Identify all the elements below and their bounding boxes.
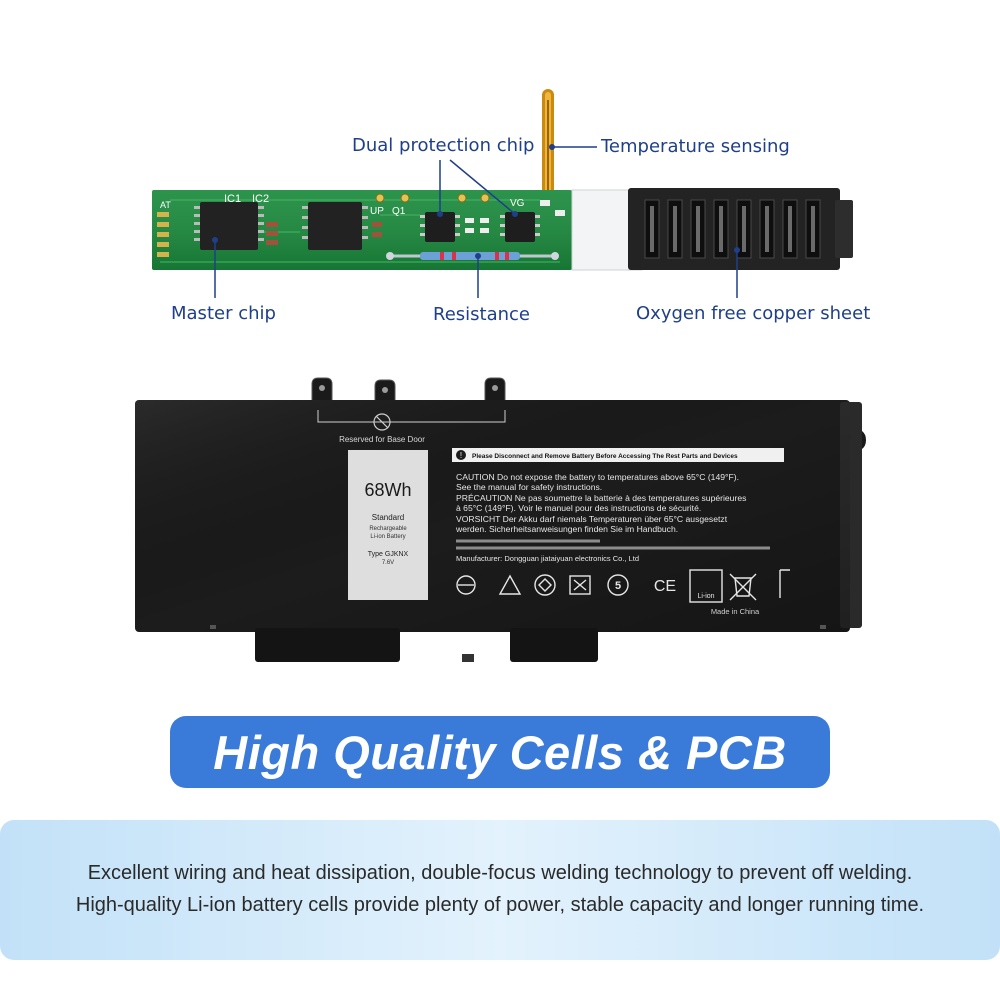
caution-line: See the manual for safety instructions. <box>456 482 602 492</box>
description-panel: Excellent wiring and heat dissipation, d… <box>0 820 1000 960</box>
li-ion-label: Li-ion <box>697 593 714 600</box>
mounting-tabs <box>311 377 506 403</box>
silk-at: AT <box>160 200 171 210</box>
cert-five-icon <box>607 574 629 596</box>
cert-five-label: 5 <box>615 580 621 592</box>
svg-text:!: ! <box>460 451 462 460</box>
ce-mark: CE <box>654 578 676 595</box>
master-chip <box>200 202 258 250</box>
rohs-icon <box>569 575 591 595</box>
silk-ic2: IC2 <box>252 193 269 205</box>
callout-oxygen-free-copper-sheet: Oxygen free copper sheet <box>636 303 871 324</box>
capacity-sticker <box>348 450 428 600</box>
caution-line: à 65°C (149°F). Voir le manuel pour des … <box>456 503 701 513</box>
pcb-diagram: IC1 IC2 UP Q1 VG AT <box>152 89 853 298</box>
sticker-model: Type GJKNX <box>368 551 409 558</box>
sticker-standard: Standard <box>372 513 404 522</box>
protection-chip-a <box>425 212 455 242</box>
silk-vg: VG <box>510 198 525 209</box>
cjk-warning-text <box>456 539 770 550</box>
made-in-label: Made in China <box>711 607 760 616</box>
manufacturer: Manufacturer: Dongguan jiataiyuan electr… <box>456 554 639 563</box>
description-line-1: Excellent wiring and heat dissipation, d… <box>87 862 913 884</box>
headline-title: High Quality Cells & PCB <box>213 725 787 779</box>
callout-resistance: Resistance <box>433 304 530 325</box>
warning-header: Please Disconnect and Remove Battery Bef… <box>472 453 738 460</box>
recycle-circle-icon <box>456 575 476 595</box>
headline-banner: High Quality Cells & PCB <box>170 716 830 788</box>
callout-master-chip: Master chip <box>171 303 276 324</box>
sticker-voltage: 7.6V <box>382 560 394 566</box>
ic2-chip <box>308 202 362 250</box>
caution-line: werden. Sicherheitsanweisungen finden Si… <box>455 524 678 534</box>
description-line-2: High-quality Li-ion battery cells provid… <box>75 894 925 916</box>
caution-line: PRÉCAUTION Ne pas soumettre la batterie … <box>456 493 746 503</box>
edge-pads <box>157 212 169 257</box>
caution-line: CAUTION Do not expose the battery to tem… <box>456 472 739 482</box>
sticker-rechargeable: Rechargeable <box>369 526 407 532</box>
sticker-type-line: Li-ion Battery <box>370 534 405 540</box>
silk-q1: Q1 <box>392 206 406 217</box>
li-ion-recycle-icon <box>689 569 723 603</box>
safety-cert-icon <box>534 574 556 596</box>
reserved-label: Reserved for Base Door <box>339 435 425 444</box>
capacity-text: 68Wh <box>364 480 411 500</box>
no-tool-icon <box>373 413 391 431</box>
warning-triangle-icon <box>498 574 522 595</box>
silk-ic1: IC1 <box>224 193 241 205</box>
callout-temperature-sensing: Temperature sensing <box>601 136 790 157</box>
callout-dual-protection-chip: Dual protection chip <box>352 135 535 156</box>
warning-header-bar <box>452 448 784 462</box>
protection-chip-b <box>505 212 535 242</box>
battery-image: Reserved for Base Door 68Wh Standard Rec… <box>135 377 866 662</box>
caution-line: VORSICHT Der Akku darf niemals Temperatu… <box>456 514 728 524</box>
silk-up: UP <box>370 206 384 217</box>
